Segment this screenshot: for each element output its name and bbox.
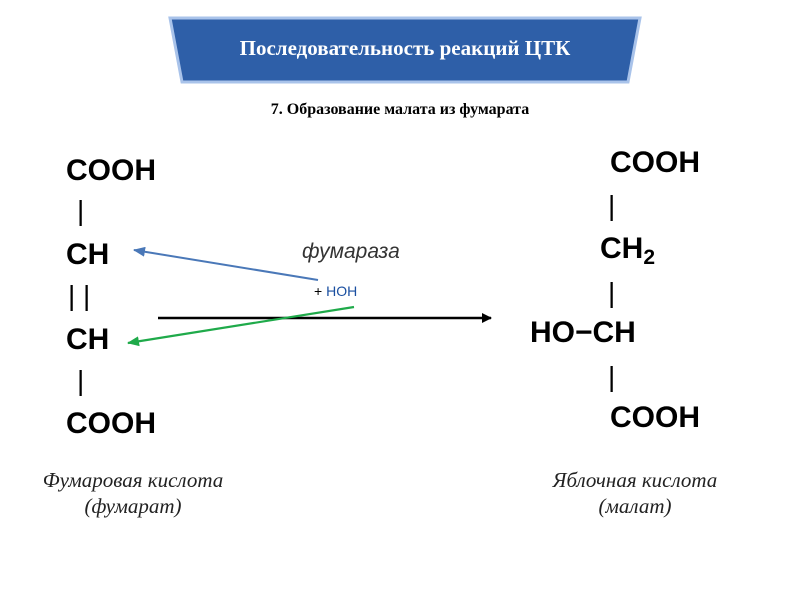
malate-bond-1: |: [608, 190, 616, 221]
malate-ch2-subscript: 2: [643, 246, 656, 269]
malate-bond-2: |: [608, 277, 616, 308]
water-plus: +: [314, 283, 327, 299]
malate-caption: Яблочная кислота (малат): [510, 467, 760, 520]
fumarate-caption-name: Фумаровая кислота: [42, 468, 224, 492]
malate-bond-3: |: [608, 361, 616, 392]
title-banner: [168, 16, 642, 84]
water-label: + HOH: [314, 283, 357, 299]
water-formula: HOH: [326, 283, 358, 299]
fumarate-bond-1: |: [77, 195, 85, 226]
fumarate-caption: Фумаровая кислота (фумарат): [0, 467, 266, 520]
slide-subtitle: 7. Образование малата из фумарата: [270, 101, 530, 118]
banner-shape: [168, 16, 642, 84]
fumarate-caption-abbr: (фумарат): [84, 494, 182, 519]
fumarate-top-cooh: COOH: [66, 154, 156, 187]
malate-bottom-cooh: COOH: [610, 401, 700, 434]
malate-ch2: CH2: [600, 232, 656, 269]
fumarate-bond-2: |: [77, 365, 85, 396]
fumarate-ch-1: CH: [66, 238, 110, 271]
malate-ho-ch: HO−CH: [530, 316, 636, 349]
malate-ch2-main: CH: [600, 232, 644, 265]
malate-top-cooh: COOH: [610, 146, 700, 179]
malate-caption-abbr: (малат): [598, 494, 672, 519]
enzyme-label: фумараза: [302, 240, 400, 263]
green-arrow-to-ch: [127, 305, 355, 347]
malate-caption-name: Яблочная кислота: [552, 468, 718, 492]
banner-title: Последовательность реакций ЦТК: [239, 35, 571, 60]
blue-arrow-to-ch: [133, 246, 319, 281]
fumarate-double-bond: | |: [68, 280, 91, 311]
fumarate-ch-2: CH: [66, 323, 110, 356]
fumarate-bottom-cooh: COOH: [66, 407, 156, 440]
